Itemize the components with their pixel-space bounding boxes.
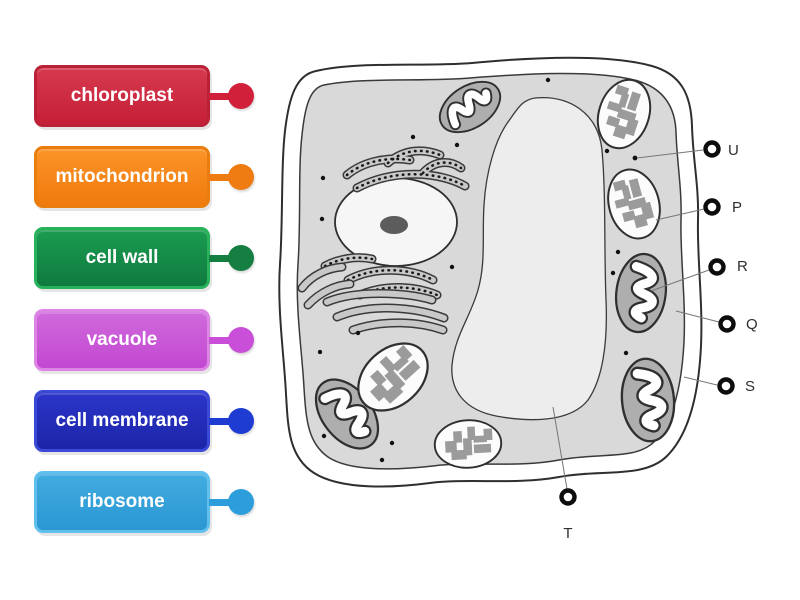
label-text: chloroplast bbox=[70, 84, 174, 106]
drop-point-U[interactable]: U bbox=[703, 140, 739, 159]
drop-point-circle-P[interactable] bbox=[703, 198, 721, 216]
nucleolus bbox=[380, 216, 408, 234]
label-chip[interactable]: mitochondrion bbox=[34, 146, 210, 208]
rough-er-upper bbox=[342, 146, 470, 193]
drop-point-letter-S: S bbox=[745, 378, 755, 395]
word-bank-item-mitochondrion[interactable]: mitochondrion bbox=[34, 146, 274, 208]
connector-stem bbox=[209, 336, 231, 344]
label-chip[interactable]: chloroplast bbox=[34, 65, 210, 127]
drop-point-S[interactable]: S bbox=[717, 377, 756, 395]
label-text: cell wall bbox=[85, 246, 159, 268]
connector-stem bbox=[209, 92, 231, 100]
drop-point-R[interactable]: R bbox=[708, 258, 749, 276]
label-text: vacuole bbox=[86, 328, 158, 350]
connector-knob bbox=[228, 245, 254, 271]
leader-lines bbox=[552, 149, 720, 490]
connector-knob bbox=[228, 408, 254, 434]
word-bank-item-cell-wall[interactable]: cell wall bbox=[34, 227, 274, 289]
connector-stem bbox=[209, 254, 231, 262]
drop-point-letter-T: T bbox=[563, 525, 572, 542]
connector-knob bbox=[228, 83, 254, 109]
drop-point-letter-U: U bbox=[728, 142, 739, 159]
label-chip[interactable]: vacuole bbox=[34, 309, 210, 371]
drop-point-T[interactable]: T bbox=[559, 488, 577, 543]
drop-point-letter-R: R bbox=[737, 258, 748, 275]
drop-point-circle-R[interactable] bbox=[708, 258, 726, 276]
drop-point-circle-Q[interactable] bbox=[718, 315, 736, 333]
label-chip[interactable]: cell wall bbox=[34, 227, 210, 289]
connector-stem bbox=[209, 173, 231, 181]
drop-point-circle-U[interactable] bbox=[703, 140, 721, 158]
drop-point-circle-S[interactable] bbox=[717, 377, 735, 395]
word-bank-item-vacuole[interactable]: vacuole bbox=[34, 309, 274, 371]
drop-point-circle-T[interactable] bbox=[559, 488, 577, 506]
golgi-apparatus bbox=[297, 262, 449, 335]
connector-knob bbox=[228, 164, 254, 190]
drop-point-letter-Q: Q bbox=[746, 316, 758, 333]
connector-stem bbox=[209, 417, 231, 425]
connector-knob bbox=[228, 327, 254, 353]
drop-point-P[interactable]: P bbox=[703, 198, 743, 216]
drop-point-Q[interactable]: Q bbox=[718, 315, 758, 333]
nucleus bbox=[334, 177, 458, 267]
ribosome-dots bbox=[317, 77, 638, 463]
connector-knob bbox=[228, 489, 254, 515]
drop-point-letter-P: P bbox=[732, 199, 742, 216]
word-bank-item-cell-membrane[interactable]: cell membrane bbox=[34, 390, 274, 452]
label-text: ribosome bbox=[79, 490, 165, 512]
label-text: mitochondrion bbox=[55, 165, 189, 187]
vacuole[interactable] bbox=[451, 97, 607, 421]
word-bank-item-chloroplast[interactable]: chloroplast bbox=[34, 65, 274, 127]
connector-stem bbox=[209, 498, 231, 506]
rough-er-lower bbox=[320, 253, 442, 300]
label-text: cell membrane bbox=[55, 409, 189, 431]
word-bank-item-ribosome[interactable]: ribosome bbox=[34, 471, 274, 533]
label-chip[interactable]: ribosome bbox=[34, 471, 210, 533]
label-chip[interactable]: cell membrane bbox=[34, 390, 210, 452]
